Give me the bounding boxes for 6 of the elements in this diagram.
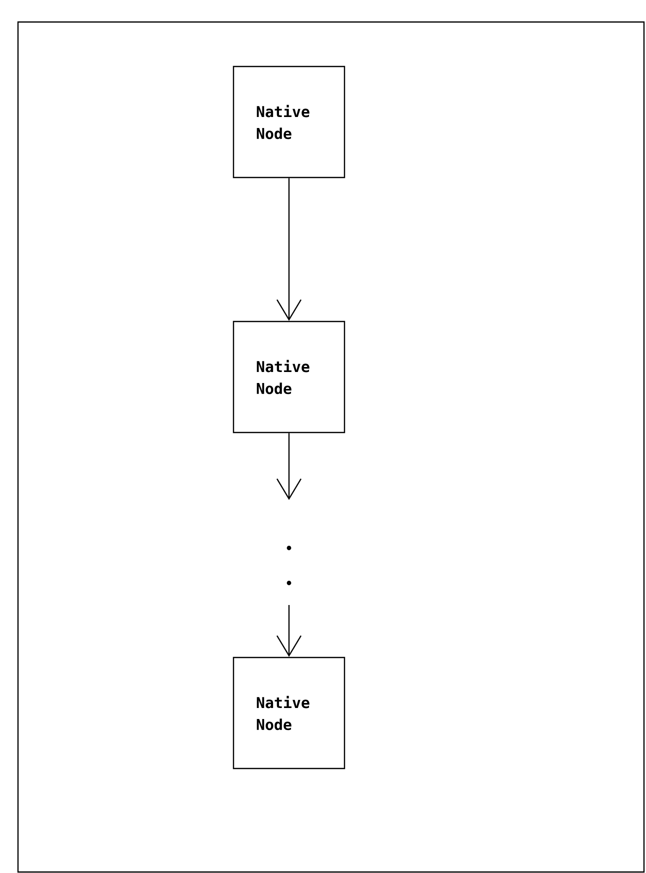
node-box: Native Node (232, 320, 346, 434)
node-box: Native Node (232, 656, 346, 770)
arrow (276, 433, 302, 500)
arrow (276, 605, 302, 657)
arrow (276, 178, 302, 321)
node-box: Native Node (232, 66, 346, 178)
